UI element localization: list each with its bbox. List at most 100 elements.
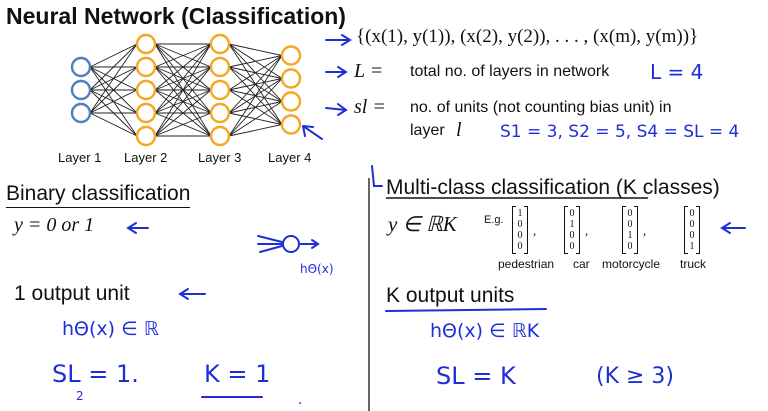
arrow-y-binary (126, 222, 149, 234)
network-edge (228, 55, 283, 68)
network-node-layer-4 (280, 68, 302, 89)
network-edge (89, 112, 138, 137)
hw-underline-k-output (385, 308, 547, 312)
bracket-serif (512, 253, 516, 254)
vector-entry: 1 (627, 230, 633, 241)
network-node-layer-3 (209, 125, 231, 147)
layer-4-label: Layer 4 (268, 150, 312, 165)
network-node-layer-3 (209, 33, 231, 55)
vector-entry: 0 (689, 208, 695, 219)
bracket-serif (634, 206, 638, 207)
bracket-serif (564, 253, 568, 254)
bracket-serif (564, 206, 568, 207)
network-edge (228, 55, 283, 114)
label-car: car (573, 257, 590, 271)
layer-1-label: Layer 1 (58, 150, 102, 165)
network-node-layer-3 (209, 102, 231, 124)
vector-entry: 0 (517, 241, 523, 252)
hw-k-condition: (K ≥ 3) (596, 364, 675, 389)
bracket-serif (524, 206, 528, 207)
hw-h-theta: hΘ(x) (300, 262, 334, 276)
multiclass-output-text: K output units (386, 284, 515, 307)
network-node-layer-1 (70, 102, 92, 124)
vector-entry: 0 (627, 208, 633, 219)
arrow-L (325, 66, 348, 78)
network-edge (228, 78, 283, 137)
network-edge (89, 66, 138, 114)
eg-label: E.g. (484, 214, 504, 226)
arrow-layer4 (302, 125, 323, 140)
network-node-layer-4 (280, 114, 302, 135)
binary-heading: Binary classification (6, 182, 191, 208)
network-node-layer-1 (70, 79, 92, 101)
hw-h-in-R: hΘ(x) ∈ ℝ (62, 318, 159, 340)
network-node-layer-3 (209, 79, 231, 101)
network-edge (89, 89, 138, 114)
sl-definition-line2: layer (410, 122, 445, 139)
bracket-serif (622, 206, 626, 207)
network-edge (89, 43, 138, 114)
vector-entry: 0 (689, 230, 695, 241)
vector-entry: 0 (627, 241, 633, 252)
network-edge (228, 124, 283, 137)
bracket-serif (684, 206, 688, 207)
vector-entry: 0 (627, 219, 633, 230)
network-node-layer-1 (70, 56, 92, 78)
hw-sl-multiclass: SL = K (436, 362, 516, 390)
bracket-serif (524, 253, 528, 254)
multiclass-heading-main: Multi-class classification (386, 176, 611, 199)
vector-comma: , (533, 223, 537, 238)
vector-entry: 0 (569, 208, 575, 219)
L-definition: total no. of layers in network (410, 63, 610, 80)
sl-definition-line1: no. of units (not counting bias unit) in (410, 99, 672, 116)
hw-h-in-RK: hΘ(x) ∈ ℝK (430, 320, 540, 342)
vector-entry: 0 (569, 230, 575, 241)
network-node-layer-4 (280, 91, 302, 112)
multiclass-heading-suffix: (K classes) (610, 176, 720, 199)
network-node-layer-2 (135, 56, 157, 78)
network-edge (154, 43, 212, 114)
network-edge (89, 43, 138, 68)
bracket-serif (576, 253, 580, 254)
network-node-layer-2 (135, 125, 157, 147)
network-edge (89, 43, 138, 91)
vector-entry: 0 (689, 219, 695, 230)
label-motorcycle: motorcycle (602, 257, 661, 271)
vector-entry: 0 (569, 241, 575, 252)
L-symbol: L = (354, 60, 384, 82)
network-node-layer-2 (135, 79, 157, 101)
layer-2-label: Layer 2 (124, 150, 168, 165)
hw-unit-circle (282, 235, 300, 253)
hw-unit-output (298, 239, 320, 249)
multiclass-heading: Multi-class classification (K classes) (386, 176, 720, 200)
hw-unit-inputs (257, 235, 283, 253)
arrow-training-set (325, 34, 352, 46)
network-edge (154, 43, 212, 68)
network-edge (228, 101, 283, 137)
network-node-layer-4 (280, 45, 302, 66)
arrow-output-unit (178, 288, 206, 300)
hw-sl-binary-sub: 2 (76, 389, 84, 403)
network-edge (154, 89, 212, 137)
bracket-serif (634, 253, 638, 254)
vector-entry: 1 (517, 208, 523, 219)
network-node-layer-2 (135, 102, 157, 124)
vector-entry: 1 (569, 219, 575, 230)
bracket-serif (696, 206, 700, 207)
vector-entry: 0 (517, 219, 523, 230)
vector-comma: , (585, 223, 589, 238)
arrow-vectors (720, 222, 746, 234)
bracket-serif (684, 253, 688, 254)
training-set-def: {(x(1), y(1)), (x(2), y(2)), . . . , (x(… (356, 26, 699, 47)
hw-sl-values: S1 = 3, S2 = 5, S4 = SL = 4 (500, 122, 740, 142)
network-edge (154, 112, 212, 137)
layer-3-label: Layer 3 (198, 150, 242, 165)
network-node-layer-3 (209, 56, 231, 78)
bracket-serif (622, 253, 626, 254)
arrow-sl (325, 103, 348, 116)
hw-L-value: L = 4 (650, 60, 704, 84)
